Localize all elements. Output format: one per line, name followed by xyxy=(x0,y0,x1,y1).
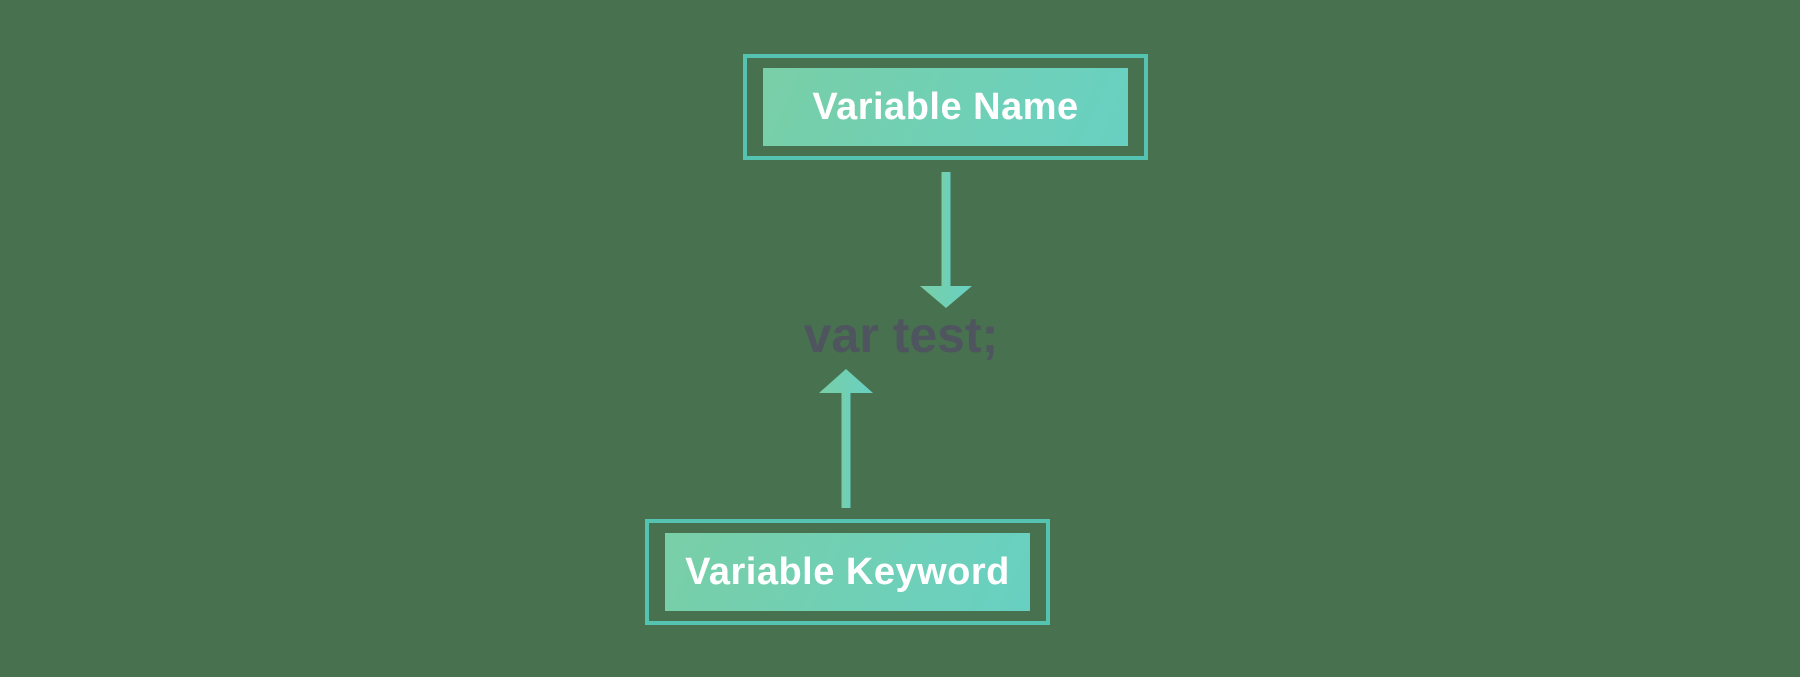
variable-name-box: Variable Name xyxy=(743,54,1148,160)
variable-keyword-label: Variable Keyword xyxy=(685,550,1010,593)
variable-keyword-box: Variable Keyword xyxy=(645,519,1050,625)
variable-name-label: Variable Name xyxy=(812,85,1079,128)
variable-keyword-box-fill: Variable Keyword xyxy=(665,533,1030,611)
arrow-down-icon xyxy=(920,172,972,308)
variable-name-box-fill: Variable Name xyxy=(763,68,1128,146)
code-snippet: var test; xyxy=(803,307,999,363)
arrow-up-icon xyxy=(819,369,873,508)
